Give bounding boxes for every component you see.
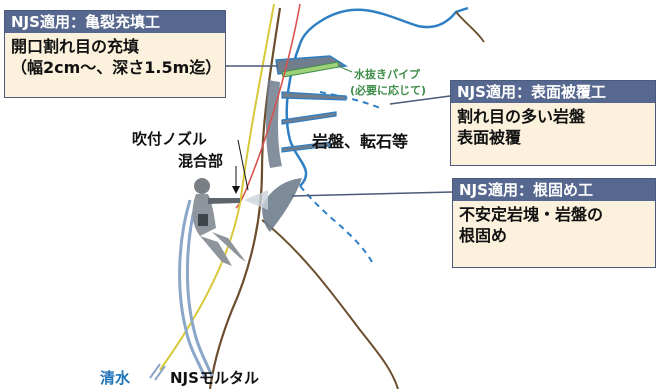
callout-surface-coating-body: 割れ目の多い岩盤 表面被覆 xyxy=(451,103,655,152)
coating-finger-1 xyxy=(281,91,347,101)
drain-pipe-leader xyxy=(337,65,353,73)
rock-upper-slope xyxy=(455,11,485,43)
root-fixing-wedge xyxy=(262,178,302,232)
label-nozzle: 吹付ノズル xyxy=(132,130,208,148)
label-mortar: NJSモルタル xyxy=(170,369,259,387)
coating-finger-2 xyxy=(281,111,337,125)
callout-crack-filling-line-2: （幅2cm～、深さ1.5m迄） xyxy=(11,58,222,77)
callout-root-fixing-line-2: 根固め xyxy=(459,226,508,245)
label-drain-pipe: 水抜きパイプ xyxy=(354,68,420,81)
rock-mass-outline xyxy=(298,6,469,45)
callout-surface-coating-header: NJS適用：表面被覆工 xyxy=(451,81,655,103)
spray-cone xyxy=(244,190,268,210)
worker-figure xyxy=(192,178,246,266)
callout-surface-coating-line-1: 割れ目の多い岩盤 xyxy=(457,107,586,126)
drain-pipe xyxy=(281,61,340,78)
rock-lower-outline xyxy=(299,185,373,263)
callout-surface-coating-line-2: 表面被覆 xyxy=(457,128,522,147)
callout-surface-coating: NJS適用：表面被覆工 割れ目の多い岩盤 表面被覆 xyxy=(450,80,656,166)
callout-root-fixing-body: 不安定岩塊・岩盤の 根固め xyxy=(453,201,655,250)
leader-root xyxy=(291,191,453,197)
callout-crack-filling-body: 開口割れ目の充填 （幅2cm～、深さ1.5m迄） xyxy=(5,33,225,82)
callout-root-fixing: NJS適用：根固め工 不安定岩塊・岩盤の 根固め xyxy=(452,178,656,268)
callout-crack-filling: NJS適用：亀裂充填工 開口割れ目の充填 （幅2cm～、深さ1.5m迄） xyxy=(4,10,226,98)
callout-root-fixing-header: NJS適用：根固め工 xyxy=(453,179,655,201)
hose-blue-2 xyxy=(185,201,214,377)
leader-surface xyxy=(389,95,451,105)
nozzle-leader xyxy=(237,139,249,191)
hose-blue xyxy=(178,199,208,381)
label-drain-pipe-note: (必要に応じて) xyxy=(350,84,427,97)
hose-mark-1 xyxy=(149,363,161,379)
callout-root-fixing-line-1: 不安定岩塊・岩盤の xyxy=(459,205,604,224)
mixing-arrowhead xyxy=(232,186,240,194)
callout-crack-filling-line-1: 開口割れ目の充填 xyxy=(11,37,140,56)
rock-mid-outline xyxy=(319,91,381,109)
hose-mark-2 xyxy=(154,365,166,381)
surface-coating-band xyxy=(266,80,282,168)
label-mixing: 混合部 xyxy=(178,152,224,170)
label-rock: 岩盤、転石等 xyxy=(312,132,409,151)
slope-right xyxy=(261,219,399,389)
coating-finger-3 xyxy=(281,141,331,153)
label-water: 清水 xyxy=(100,369,131,387)
callout-crack-filling-header: NJS適用：亀裂充填工 xyxy=(5,11,225,33)
